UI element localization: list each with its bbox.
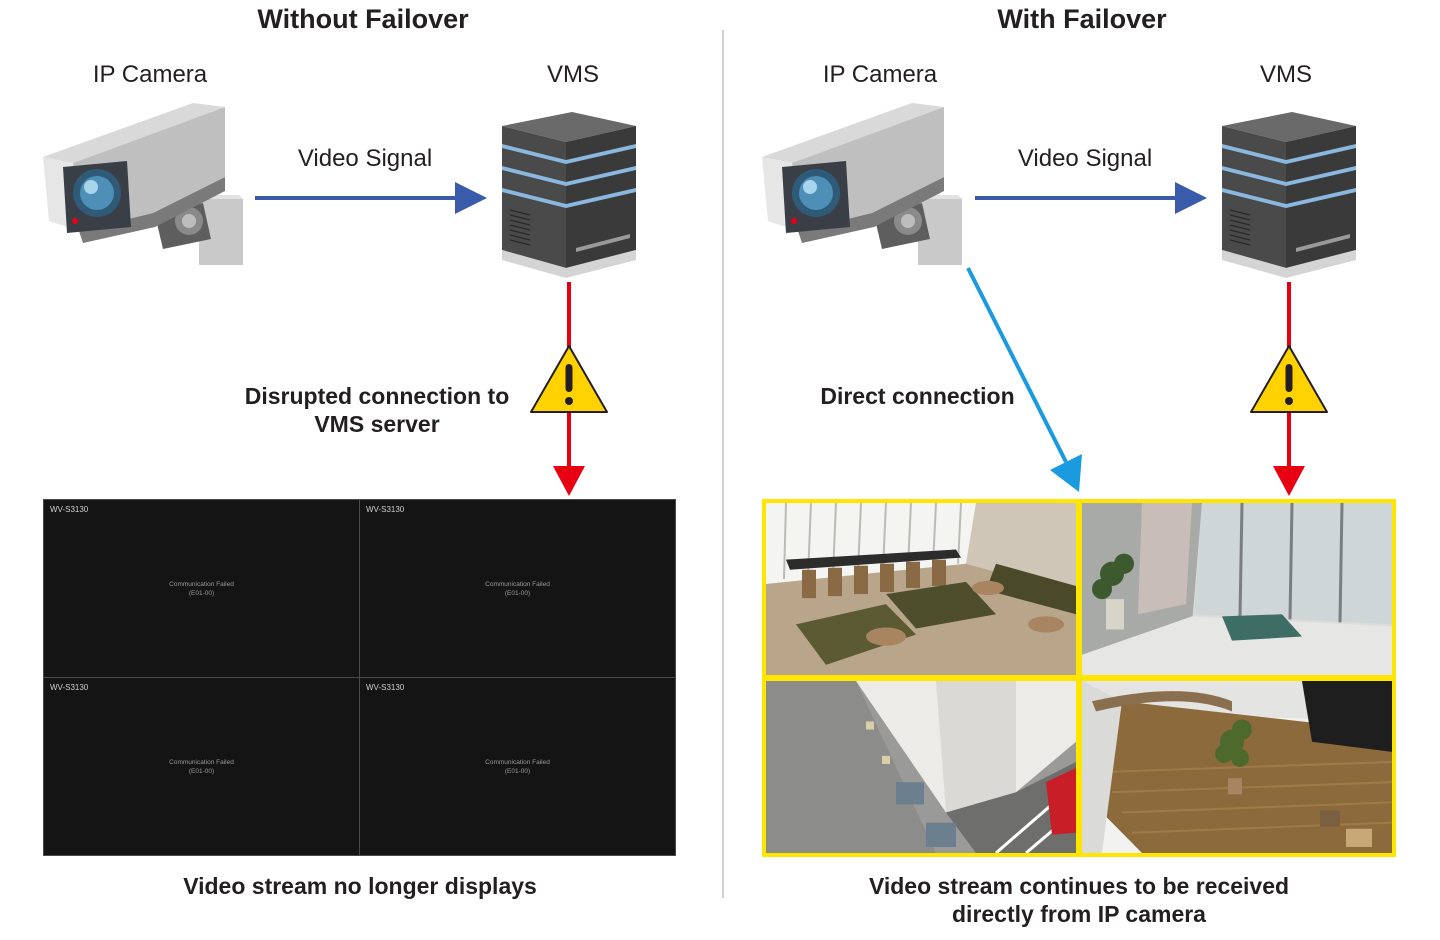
live-view-atrium (1082, 681, 1392, 853)
disruption-label: Disrupted connection to VMS server (244, 383, 510, 437)
live-view-parking (766, 681, 1076, 853)
left-vms-label: VMS (546, 61, 599, 88)
left-security-camera-icon (43, 103, 243, 265)
failed-monitor-cell: WV-S3130 Communication Failed (E01-00) (43, 499, 360, 678)
failure-status: Communication Failed (485, 759, 550, 766)
failed-monitor-cell: WV-S3130 Communication Failed (E01-00) (43, 677, 360, 856)
left-warning-triangle-icon (530, 345, 608, 413)
failure-status: Communication Failed (485, 581, 550, 588)
camera-id-label: WV-S3130 (366, 683, 405, 692)
camera-id-label: WV-S3130 (366, 505, 405, 514)
left-caption: Video stream no longer displays (183, 873, 537, 899)
failed-monitor-cell: WV-S3130 Communication Failed (E01-00) (359, 499, 676, 678)
left-panel-title: Without Failover (257, 4, 469, 34)
right-caption: Video stream continues to be received di… (868, 873, 1290, 927)
failure-code: (E01-00) (188, 768, 215, 775)
failure-message: Communication Failed (E01-00) (44, 580, 359, 598)
live-view-entrance (1082, 503, 1392, 675)
camera-id-label: WV-S3130 (50, 505, 89, 514)
left-signal-label: Video Signal (297, 145, 433, 172)
failure-message: Communication Failed (E01-00) (360, 758, 675, 776)
failure-message: Communication Failed (E01-00) (44, 758, 359, 776)
failed-monitor-cell: WV-S3130 Communication Failed (E01-00) (359, 677, 676, 856)
left-server-tower-icon (501, 111, 637, 279)
direct-connection-arrow (966, 267, 1082, 492)
right-security-camera-icon (762, 103, 962, 265)
panel-divider (722, 30, 724, 898)
right-video-signal-arrow (975, 182, 1207, 214)
failure-status: Communication Failed (169, 759, 234, 766)
live-monitor-grid (762, 499, 1396, 857)
right-warning-triangle-icon (1250, 345, 1328, 413)
failure-status: Communication Failed (169, 581, 234, 588)
failure-code: (E01-00) (504, 768, 531, 775)
left-camera-label: IP Camera (92, 61, 208, 88)
failure-code: (E01-00) (504, 590, 531, 597)
live-view-lounge (766, 503, 1076, 675)
right-panel-title: With Failover (997, 4, 1167, 34)
camera-id-label: WV-S3130 (50, 683, 89, 692)
right-vms-label: VMS (1259, 61, 1312, 88)
failure-message: Communication Failed (E01-00) (360, 580, 675, 598)
right-camera-label: IP Camera (822, 61, 938, 88)
right-server-tower-icon (1221, 111, 1357, 279)
failed-monitor-grid: WV-S3130 Communication Failed (E01-00) W… (43, 499, 676, 856)
failure-code: (E01-00) (188, 590, 215, 597)
direct-connection-label: Direct connection (820, 383, 1015, 409)
right-signal-label: Video Signal (1017, 145, 1153, 172)
left-video-signal-arrow (255, 182, 487, 214)
